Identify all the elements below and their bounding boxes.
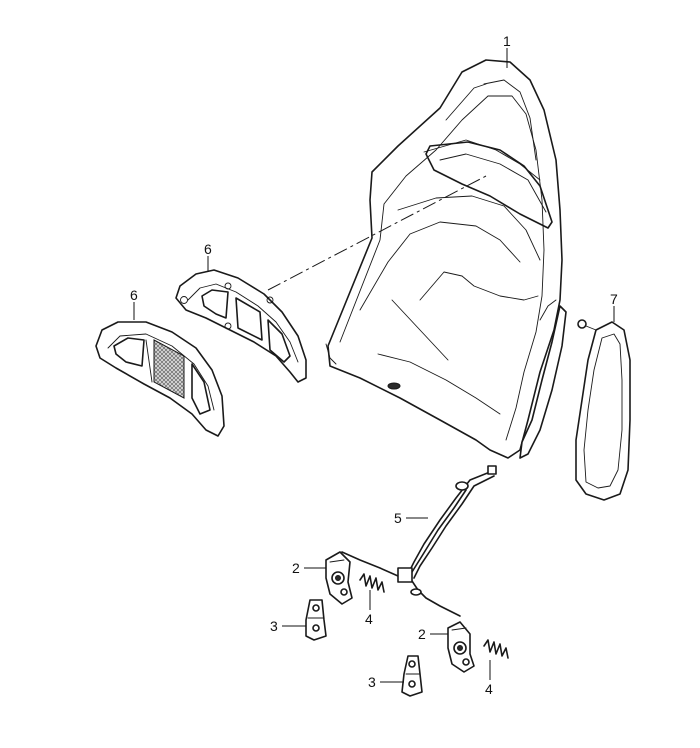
- recliner-mechanism-upper: [325, 551, 353, 605]
- side-trim-panel-upper: [175, 269, 307, 383]
- callout-2-lower: 2: [418, 626, 426, 642]
- callout-4-upper: 4: [365, 611, 373, 627]
- callout-3-lower: 3: [368, 674, 376, 690]
- callout-7: 7: [610, 291, 618, 307]
- callout-6-upper: 6: [204, 241, 212, 257]
- release-cable: [341, 465, 497, 617]
- callout-1: 1: [503, 33, 511, 49]
- callout-4-lower: 4: [485, 681, 493, 697]
- callout-3-upper: 3: [270, 618, 278, 634]
- callout-6-lower: 6: [130, 287, 138, 303]
- bracket-upper: [305, 599, 327, 641]
- spring-upper: [359, 573, 385, 593]
- backrest-shell: [325, 59, 567, 459]
- assembly-line: [267, 175, 487, 291]
- callout-2-upper: 2: [292, 560, 300, 576]
- side-cover-strip: [575, 319, 631, 501]
- recliner-mechanism-lower: [447, 621, 475, 673]
- leader-lines: [133, 48, 615, 683]
- side-trim-panel-lower: [95, 321, 225, 437]
- callout-5: 5: [394, 510, 402, 526]
- spring-lower: [483, 639, 509, 659]
- bracket-lower: [401, 655, 423, 697]
